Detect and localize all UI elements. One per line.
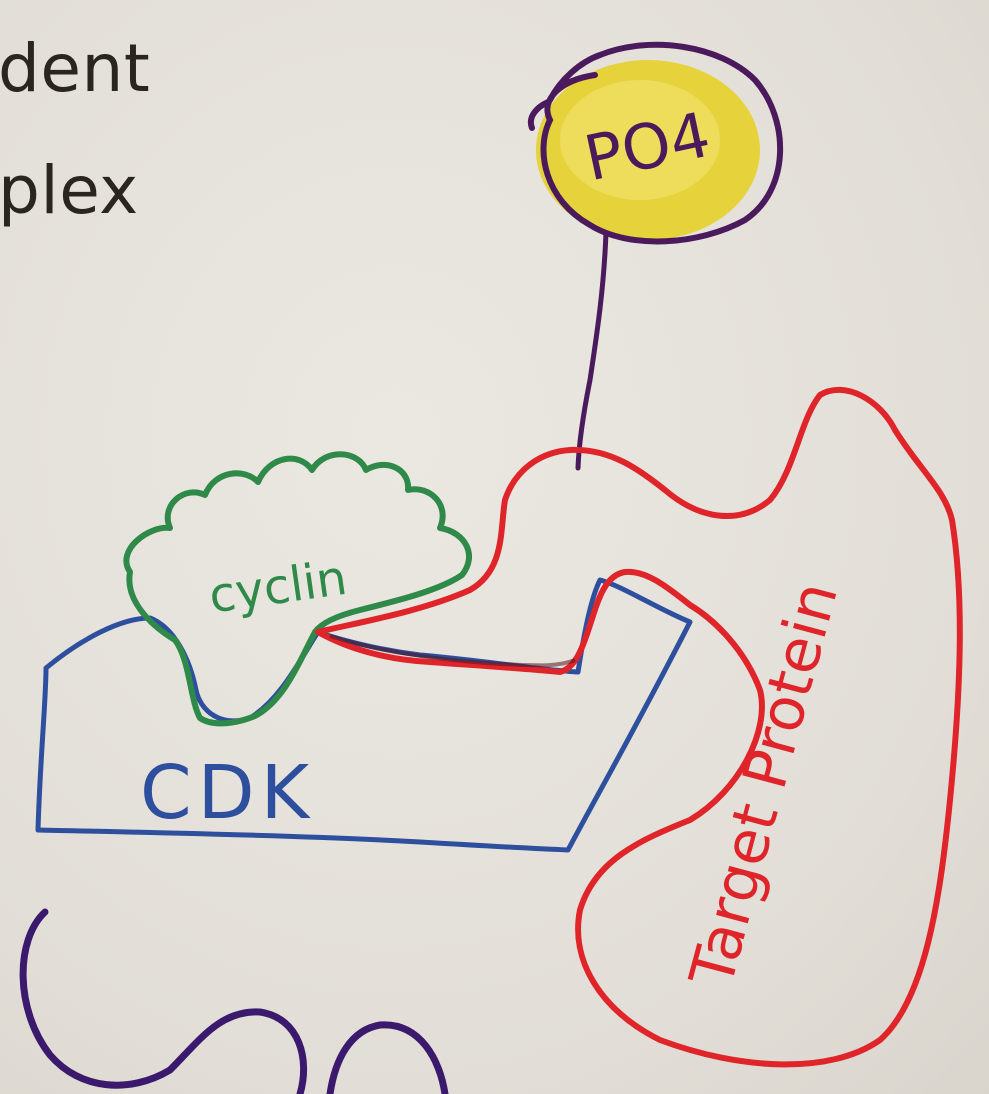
cyclin-label: cyclin	[206, 550, 351, 625]
target-protein-label: Target Protein	[677, 575, 852, 995]
stray-squiggle	[23, 912, 445, 1094]
phosphate-stick	[578, 232, 606, 468]
cdk-label: CDK	[140, 750, 315, 836]
